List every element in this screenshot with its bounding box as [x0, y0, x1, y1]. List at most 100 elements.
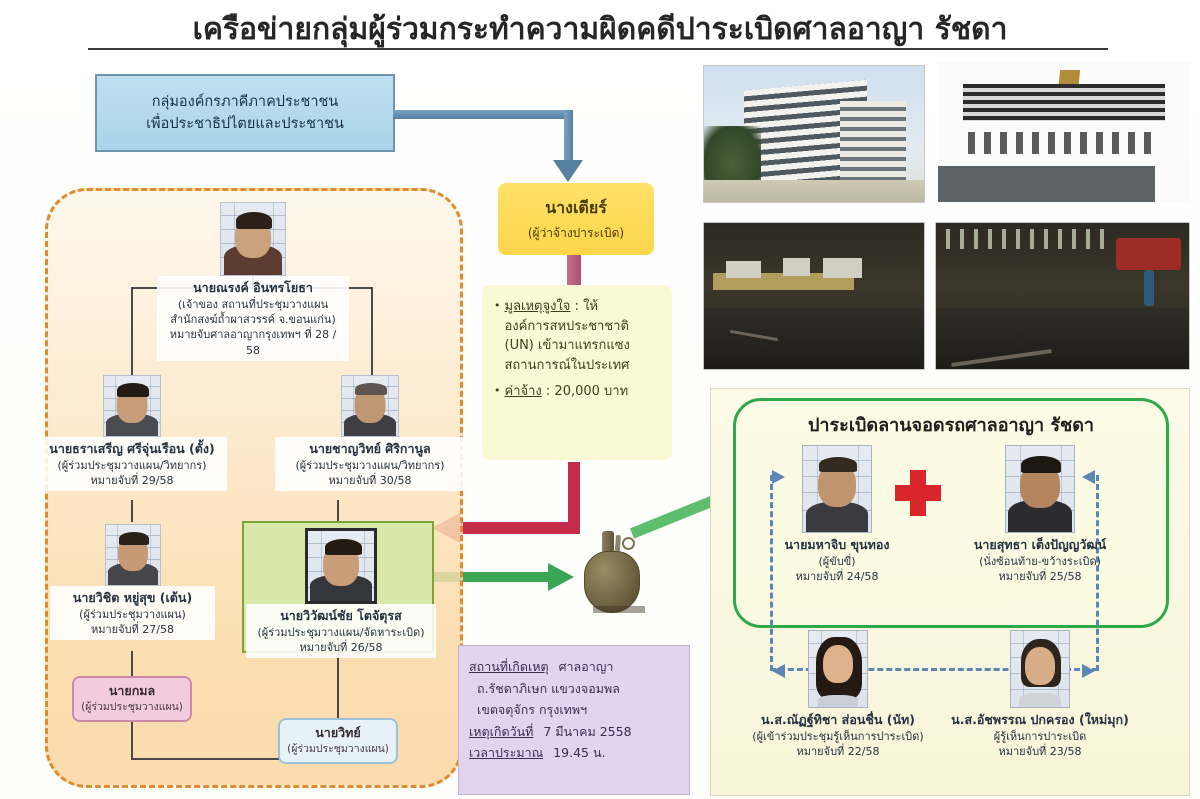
- blue-pill-name: นายวิทย์: [315, 725, 361, 741]
- mugshot-torso: [806, 502, 868, 532]
- mugshot-torso: [818, 695, 858, 707]
- mugshot-hair: [355, 383, 387, 395]
- connector-to-member-right: [371, 287, 373, 375]
- employer-name: นางเตียร์: [545, 197, 607, 217]
- mugshot-face: [1025, 647, 1055, 685]
- motive-bullet-2: •: [494, 384, 501, 397]
- dashed-arrow-head-upper-right-icon: [1082, 470, 1095, 484]
- mugshot-member-left: [103, 375, 161, 437]
- origin-line-2: เพื่อประชาธิปไตยและประชาชน: [146, 116, 344, 132]
- accomplice-1-name: น.ส.ณัฏฐ์ทิชา ส่อนชื่น (นัท): [761, 712, 915, 727]
- member-lower-left-role: (ผู้ร่วมประชุมวางแผน): [79, 607, 186, 621]
- person-card-accomplice-2: น.ส.อัชพรรณ ปกครอง (ใหม่มุก) ผู้รู้เห็นก…: [940, 630, 1140, 762]
- caption-accomplice-2: น.ส.อัชพรรณ ปกครอง (ใหม่มุก) ผู้รู้เห็นก…: [940, 708, 1140, 762]
- bomb-supplier-name: นายวิวัฒน์ชัย โตจัตุรส: [280, 608, 402, 623]
- pink-pill-role: (ผู้ร่วมประชุมวางแผน): [81, 701, 183, 714]
- grenade-fuse: [602, 531, 614, 555]
- person-card-member-lower-left: นายวิชิต หยู่สุข (เต้น) (ผู้ร่วมประชุมวา…: [50, 524, 215, 641]
- mugshot-member-right: [341, 375, 399, 437]
- dashed-connector-right: [1096, 475, 1099, 671]
- mugshot-hair: [118, 532, 149, 545]
- driver-warrant: หมายจับที่ 24/58: [795, 569, 879, 583]
- mugshot-hair: [819, 457, 857, 472]
- connector-right-down: [337, 500, 339, 522]
- mugshot-hair: [1021, 456, 1061, 473]
- dashed-connector-bottom: [770, 668, 1098, 671]
- origin-line-1: กลุ่มองค์กรภาคีภาคประชาชน: [151, 93, 339, 110]
- caption-driver: นายมหาจิบ ขุนทอง (ผู้ขับขี่) หมายจับที่ …: [752, 533, 922, 587]
- photo-scene-night-1: [703, 222, 925, 370]
- accomplice-2-name: น.ส.อัชพรรณ ปกครอง (ใหม่มุก): [951, 712, 1129, 727]
- blue-arrow-horizontal: [393, 110, 573, 119]
- motive-text-1b: องค์การสหประชาชาติ: [504, 318, 629, 334]
- motive-text-1d: สถานการณ์ในประเทศ: [504, 357, 630, 373]
- incident-place-value: ศาลอาญา: [558, 659, 614, 674]
- incident-address-2: เขตจตุจักร กรุงเทพฯ: [477, 702, 588, 717]
- motive-box: • มูลเหตุจูงใจ : ให้ องค์การสหประชาชาติ …: [482, 285, 672, 460]
- photo-scene-night-2: [935, 222, 1190, 370]
- accomplice-2-warrant: หมายจับที่ 23/58: [998, 744, 1082, 758]
- mugshot-torso: [106, 414, 158, 436]
- mugshot-accomplice-2: [1010, 630, 1070, 708]
- dashed-arrow-head-lower-left-icon: [772, 664, 785, 678]
- incident-time-label: เวลาประมาณ: [469, 745, 544, 760]
- caption-bomb-supplier: นายวิวัฒน์ชัย โตจัตุรส (ผู้ร่วมประชุมวาง…: [246, 604, 436, 659]
- attack-group-heading: ปาระเบิดลานจอดรถศาลอาญา รัชดา: [807, 415, 1095, 436]
- person-card-leader: นายณรงค์ อินทรโยธา (เจ้าของ สถานที่ประชุ…: [157, 202, 349, 362]
- mugshot-driver: [802, 445, 872, 533]
- connector-to-pink: [131, 651, 133, 676]
- incident-date-label: เหตุเกิดวันที่: [469, 723, 534, 739]
- caption-member-left: นายธราเสรีญ ศรีจุ่นเรือน (ตั้ง) (ผู้ร่วม…: [37, 437, 227, 492]
- member-lower-left-name: นายวิชิต หยู่สุข (เต้น): [72, 590, 193, 605]
- member-left-warrant: หมายจับที่ 29/58: [90, 473, 174, 487]
- incident-address-1: ถ.รัชดาภิเษก แขวงจอมพล: [477, 680, 620, 696]
- member-right-warrant: หมายจับที่ 30/58: [328, 473, 412, 487]
- pill-box-kamon: นายกมล (ผู้ร่วมประชุมวางแผน): [72, 676, 192, 722]
- grenade-band: [593, 606, 645, 613]
- member-left-role: (ผู้ร่วมประชุมวางแผน/วิทยากร): [57, 458, 207, 472]
- incident-date-value: 7 มีนาคม 2558: [543, 723, 632, 739]
- caption-thrower: นายสุทธา เต็งปัญญวัฒน์ (นั่งซ้อนท้าย-ขว้…: [950, 533, 1130, 587]
- motive-fee-value: 20,000 บาท: [554, 384, 629, 399]
- bomb-supplier-role: (ผู้ร่วมประชุมวางแผน/จัดหาระเบิด): [257, 625, 425, 639]
- mugshot-face: [823, 645, 853, 683]
- driver-role: (ผู้ขับขี่): [818, 554, 856, 568]
- bomb-supplier-warrant: หมายจับที่ 26/58: [299, 640, 383, 654]
- connector-bottom-bus: [131, 758, 281, 760]
- green-arrow-head-icon: [548, 563, 574, 591]
- blue-arrow-head-icon: [553, 160, 583, 182]
- connector-to-blue-pill: [337, 653, 339, 718]
- pink-pill-name: นายกมล: [108, 683, 156, 699]
- thrower-role: (นั่งซ้อนท้าย-ขว้างระเบิด): [979, 554, 1101, 568]
- motive-sep-1: :: [570, 299, 584, 314]
- mugshot-torso: [344, 414, 396, 436]
- pill-box-wit: นายวิทย์ (ผู้ร่วมประชุมวางแผน): [278, 718, 398, 764]
- grenade-icon: [578, 527, 648, 617]
- mugshot-thrower: [1005, 445, 1075, 533]
- mugshot-member-lower-left: [104, 524, 161, 586]
- red-arrow-horizontal: [458, 522, 580, 534]
- red-cross-icon: [895, 470, 941, 516]
- motive-text-1c: (UN) เข้ามาแทรกแซง: [504, 338, 630, 353]
- person-card-member-left: นายธราเสรีญ ศรีจุ่นเรือน (ตั้ง) (ผู้ร่วม…: [37, 375, 227, 492]
- thrower-warrant: หมายจับที่ 25/58: [998, 569, 1082, 583]
- member-lower-left-warrant: หมายจับที่ 27/58: [91, 622, 174, 636]
- mugshot-hair: [117, 383, 149, 397]
- grenade-pin-ring: [622, 537, 635, 550]
- photo-courthouse-sign: [938, 62, 1190, 202]
- driver-name: นายมหาจิบ ขุนทอง: [784, 537, 890, 552]
- person-card-driver: นายมหาจิบ ขุนทอง (ผู้ขับขี่) หมายจับที่ …: [752, 445, 922, 587]
- green-arrow-horizontal: [415, 572, 553, 582]
- employer-box: นางเตียร์ (ผู้ว่าจ้างปาระเบิด): [498, 183, 654, 255]
- blue-arrow-vertical: [564, 110, 573, 164]
- blue-pill-role: (ผู้ร่วมประชุมวางแผน): [287, 743, 389, 756]
- red-arrow-vertical: [568, 462, 580, 528]
- title-underline: [88, 48, 1108, 50]
- mugshot-hair: [325, 539, 362, 555]
- leader-name: นายณรงค์ อินทรโยธา: [193, 280, 313, 295]
- grenade-body: [584, 551, 645, 613]
- accomplice-1-role: (ผู้เข้าร่วมประชุมรู้เห็นการปาระเบิด): [752, 729, 924, 743]
- photo-courthouse-building: [703, 65, 925, 203]
- person-card-accomplice-1: น.ส.ณัฏฐ์ทิชา ส่อนชื่น (นัท) (ผู้เข้าร่ว…: [738, 630, 938, 762]
- motive-label-1: มูลเหตุจูงใจ: [504, 299, 571, 314]
